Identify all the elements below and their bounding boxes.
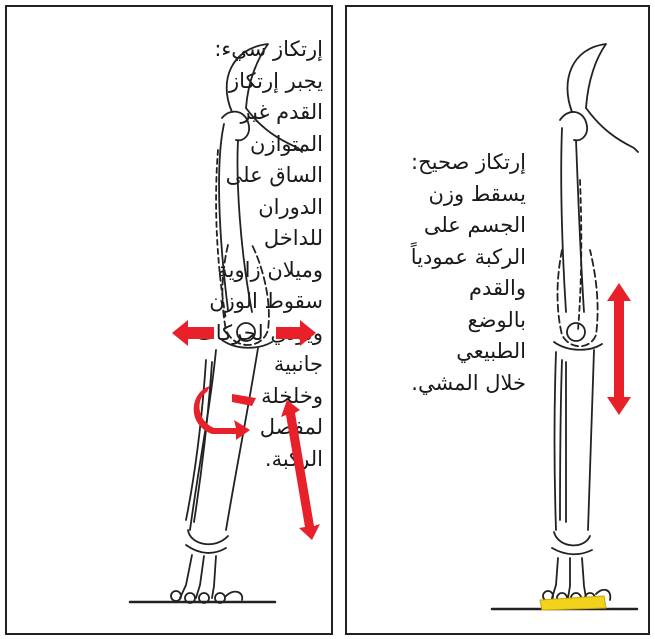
diagonal-double-arrow [281,400,320,540]
insole-wedge [540,596,606,610]
lateral-left-arrow [172,320,214,346]
lateral-right-arrow [276,320,316,346]
rotation-arrow-tail [232,394,256,406]
left-leg-skeleton [171,44,302,603]
vertical-double-arrow [607,283,631,415]
